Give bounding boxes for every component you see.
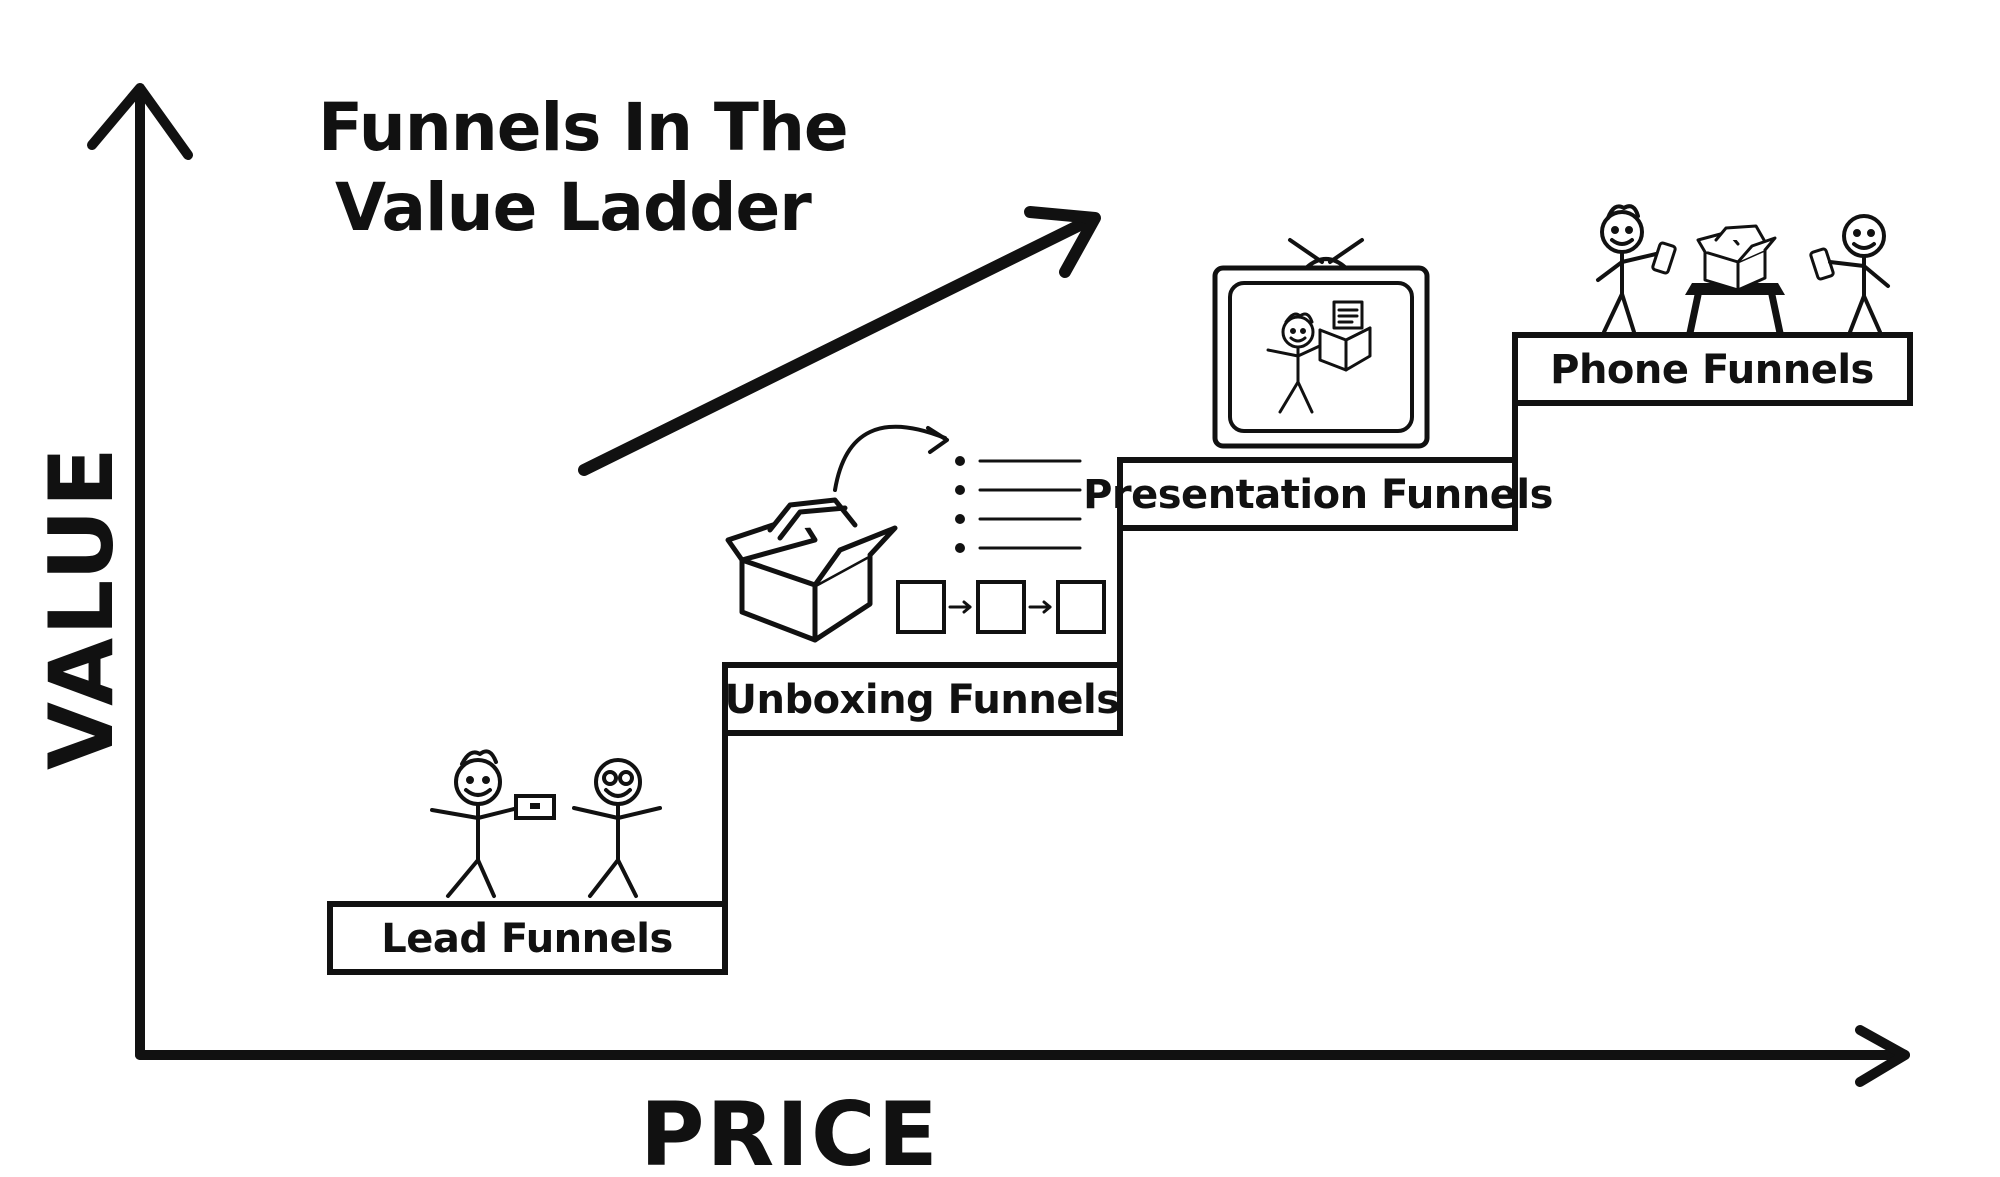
growth-arrow — [578, 206, 1101, 476]
title-line-2: Value Ladder — [335, 169, 812, 246]
step-unboxing-funnels: Unboxing Funnels — [722, 662, 1123, 736]
step-label: Phone Funnels — [1550, 347, 1874, 393]
tv-icon — [1212, 238, 1430, 449]
step-label: Lead Funnels — [381, 916, 673, 962]
step-box — [1512, 332, 1913, 406]
person-with-glasses-icon — [572, 758, 662, 898]
person-with-phone-icon — [1828, 214, 1890, 334]
step-lead-funnels: Lead Funnels — [327, 901, 728, 975]
step-box — [722, 662, 1123, 736]
step-box — [327, 901, 728, 975]
list-icon — [955, 456, 1082, 553]
flow-steps-icon — [896, 580, 1106, 634]
step-phone-funnels: Phone Funnels — [1512, 332, 1913, 406]
phone-icon — [1651, 241, 1677, 275]
step-label: Unboxing Funnels — [724, 677, 1119, 723]
y-axis-arrowhead — [87, 83, 193, 160]
step-box — [1117, 457, 1518, 531]
table-with-box-icon — [1685, 224, 1785, 337]
person-with-phone-icon — [1596, 204, 1658, 334]
curved-arrow — [833, 424, 949, 492]
x-axis — [135, 1025, 1910, 1087]
open-box-icon — [725, 497, 898, 643]
y-axis — [87, 83, 193, 1060]
step-presentation-funnels: Presentation Funnels — [1083, 457, 1553, 531]
x-axis-label: PRICE — [640, 1083, 940, 1177]
envelope-icon — [514, 794, 556, 820]
y-axis-label: VALUE — [30, 445, 133, 770]
person-icon — [430, 749, 520, 898]
x-axis-arrowhead — [1855, 1025, 1910, 1087]
title-line-1: Funnels In The — [318, 89, 848, 166]
step-label: Presentation Funnels — [1083, 472, 1553, 518]
